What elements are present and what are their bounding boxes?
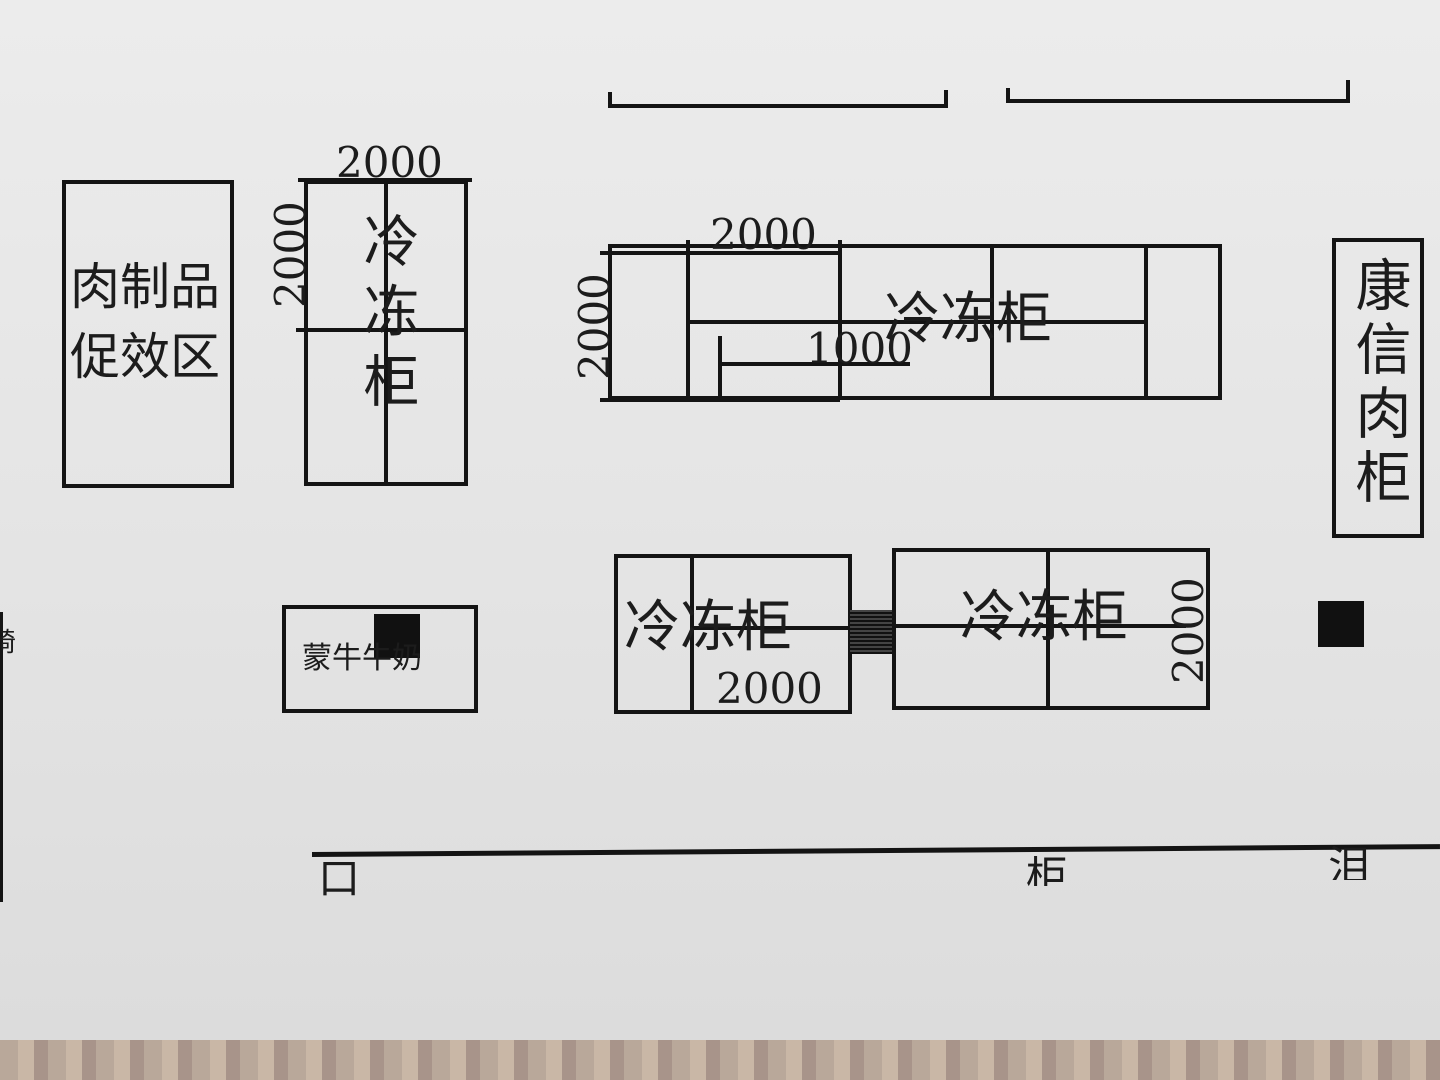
freezer-lower-right-mid — [892, 624, 1186, 628]
freezer-long-row-mid-line — [686, 320, 1148, 324]
top-bracket-left — [608, 104, 948, 108]
top-bracket-right-tick-a — [1006, 88, 1010, 103]
mengniu-milk-label: 蒙牛牛奶 — [302, 641, 422, 676]
freezer-lower-left-mid — [690, 626, 852, 630]
freezer-lower-right-height-dim: 2000 — [1164, 577, 1213, 684]
top-bracket-left-tick-a — [608, 92, 612, 108]
freezer-long-row-dimline-top — [600, 251, 840, 255]
freezer-upper-left-width-dim: 2000 — [336, 138, 443, 187]
freezer-long-row-dimline-bottom — [600, 398, 840, 402]
freezer-upper-left-vdivider — [384, 180, 388, 486]
kangxin-meat-cabinet — [1332, 238, 1424, 538]
meat-promo-area — [62, 180, 234, 488]
freezer-lower-right-label: 冷冻柜 — [960, 585, 1128, 650]
background-fabric — [0, 1040, 1440, 1080]
freezer-lower-left-div — [690, 554, 694, 714]
left-edge-mark: 椅 — [0, 628, 17, 658]
freezer-upper-left-dimline-top — [298, 178, 472, 182]
top-bracket-right-tick-b — [1346, 80, 1350, 103]
freezer-lower-left-label: 冷冻柜 — [624, 595, 792, 660]
top-bracket-right — [1006, 99, 1350, 103]
dim-1000-tick — [718, 336, 722, 400]
pillar-marker-right — [1318, 601, 1364, 647]
freezer-long-row-height-dim: 2000 — [570, 273, 619, 380]
bottom-right-mark: 泪 — [1328, 846, 1371, 880]
freezer-lower-right — [892, 548, 1210, 710]
freezer-connector — [850, 610, 894, 654]
bottom-mid-mark: 柜 — [1026, 856, 1069, 886]
freezer-upper-left-height-dim: 2000 — [266, 201, 315, 308]
floor-plan-sheet: 肉制品 促效区 2000 2000 冷冻柜 2000 2000 1000 冷冻柜… — [0, 0, 1440, 1040]
top-bracket-left-tick-b — [944, 90, 948, 108]
mengniu-milk-stand — [282, 605, 478, 713]
left-edge-line — [0, 612, 3, 902]
bottom-left-mark: 口 — [318, 858, 361, 900]
freezer-long-row — [608, 244, 1222, 400]
freezer-lower-left-width-dim: 2000 — [716, 664, 823, 713]
dim-1000-line — [720, 362, 910, 366]
freezer-long-row-label: 冷冻柜 — [884, 287, 1052, 352]
freezer-lower-right-div — [1046, 548, 1050, 710]
freezer-upper-left-label: 冷冻柜 — [354, 212, 419, 422]
counter-line — [311, 844, 1440, 857]
kangxin-meat-cabinet-label: 康信肉柜 — [1346, 256, 1411, 512]
meat-promo-label-line2: 促效区 — [70, 328, 220, 386]
dim-1000-label: 1000 — [806, 324, 913, 373]
pillar-marker-left — [374, 614, 420, 658]
freezer-long-row-width-dim: 2000 — [710, 210, 817, 259]
freezer-upper-left-hdivider — [296, 328, 468, 332]
meat-promo-label-line1: 肉制品 — [70, 258, 220, 316]
